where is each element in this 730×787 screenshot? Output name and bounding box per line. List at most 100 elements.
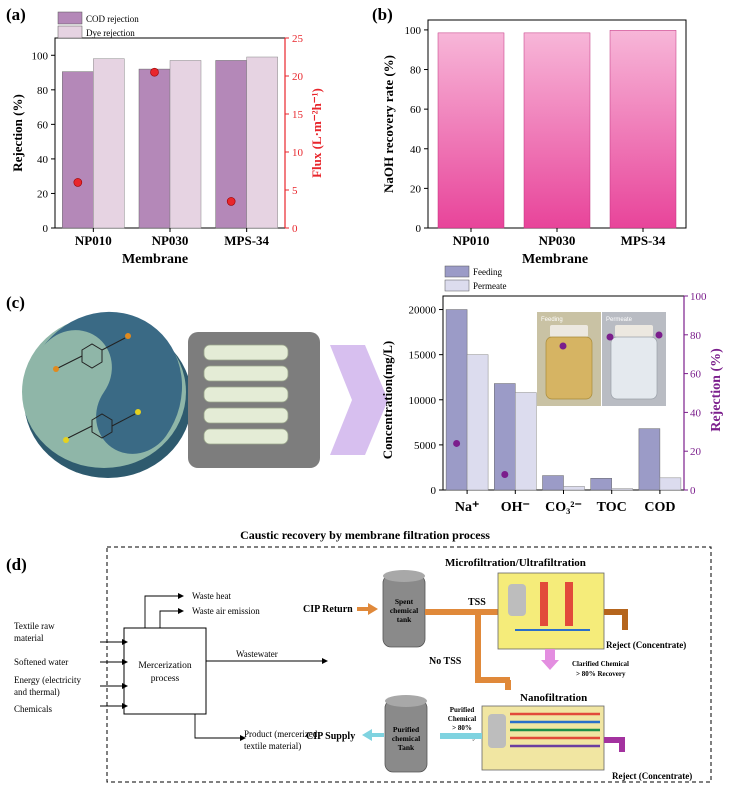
- output-wastewater: Wastewater: [236, 649, 278, 659]
- b-ytick-label-4: 80: [410, 65, 422, 77]
- panel-b-label: (b): [372, 5, 393, 24]
- legend-permeate-label: Permeate: [473, 281, 506, 291]
- c-y2tick-label-0: 0: [690, 485, 696, 497]
- reject-2-label: Reject (Concentrate): [612, 771, 692, 781]
- chart-a-xlabel: Membrane: [122, 252, 188, 267]
- photo-marker-3: [655, 331, 663, 339]
- no-tss-label: No TSS: [429, 656, 462, 667]
- b-bar-1: [523, 32, 591, 229]
- b-xtick-label-0: NP010: [453, 233, 490, 248]
- c-bar-permeate-1: [515, 392, 537, 491]
- c-bar-feeding-3: [590, 478, 612, 491]
- a-y2tick-label-2: 10: [292, 147, 304, 159]
- input-textile-1: Textile raw: [14, 621, 55, 631]
- c-bar-permeate-4: [659, 477, 682, 491]
- chart-b-xlabel: Membrane: [522, 252, 588, 267]
- a-xtick-label-0: NP010: [75, 233, 112, 248]
- mercerization-label-1: Mercerization: [138, 661, 192, 671]
- output-product-2: textile material): [244, 741, 301, 751]
- legend-dye-swatch: [57, 25, 83, 39]
- recovery-section: CIP Return Spent chemical tank TSS No TS…: [303, 557, 692, 781]
- spent-tank-label-3: tank: [397, 615, 412, 624]
- purified-tank-label-1: Purified: [393, 725, 420, 734]
- a-xtick-label-2: MPS-34: [224, 233, 269, 248]
- cip-return-arrow: [357, 603, 378, 615]
- c-bar-feeding-4: [638, 428, 661, 491]
- c-y2tick-label-4: 80: [690, 330, 702, 342]
- b-ytick-label-1: 20: [410, 183, 422, 195]
- a-bar-dye-1: [169, 60, 202, 229]
- a-bar-cod-0: [62, 71, 94, 229]
- c-bar-feeding-0: [445, 309, 468, 491]
- c-y2tick-label-5: 100: [690, 291, 707, 303]
- benzene-ring-bottom: [91, 413, 113, 439]
- input-softened-water: Softened water: [14, 657, 68, 667]
- input-textile-2: material: [14, 633, 44, 643]
- spent-tank-label-2: chemical: [390, 606, 418, 615]
- spent-tank-label-1: Spent: [395, 597, 414, 606]
- diagram-title: Caustic recovery by membrane filtration …: [240, 528, 490, 542]
- mercerization-box: [123, 627, 207, 715]
- b-ytick-label-3: 60: [410, 104, 422, 116]
- bottle-photos: Feeding Permeate: [537, 312, 666, 406]
- c-xtick-label-0: Na⁺: [455, 500, 480, 515]
- a-y2tick-label-3: 15: [292, 109, 304, 121]
- diagram-border: [106, 546, 712, 783]
- purified-label-1: Purified: [450, 706, 475, 714]
- c-bar-permeate-2: [563, 486, 585, 491]
- a-ytick-label-3: 60: [37, 119, 49, 131]
- yin-yang-dark-half: [41, 311, 183, 454]
- c-xtick-label-3: TOC: [597, 500, 627, 515]
- membrane-modules-photo: [188, 332, 320, 468]
- c-y2tick-label-3: 60: [690, 369, 702, 381]
- c-ytick-label-1: 5000: [414, 440, 437, 452]
- c-y2tick-label-1: 20: [690, 446, 702, 458]
- panel-c-label: (c): [6, 293, 25, 312]
- c-y2tick-label-2: 40: [690, 407, 702, 419]
- a-y2tick-label-4: 20: [292, 71, 304, 83]
- legend-feeding-label: Feeding: [473, 267, 502, 277]
- a-ytick-label-2: 40: [37, 154, 49, 166]
- yin-yang-illustration: [22, 311, 192, 478]
- legend-cod-label: COD rejection: [86, 14, 139, 24]
- c-ytick-label-0: 0: [431, 485, 437, 497]
- cip-supply-arrow: [362, 729, 384, 741]
- feeding-photo-label: Feeding: [541, 317, 563, 323]
- legend-cod-swatch: [57, 11, 83, 25]
- nf-title: Nanofiltration: [520, 692, 587, 704]
- chart-b: NaOH recovery rate (%) Membrane 02040608…: [381, 19, 687, 267]
- c-rejection-point-0: [453, 439, 461, 447]
- output-product-1: Product (mercerized: [244, 729, 318, 739]
- b-bar-2: [609, 30, 677, 229]
- c-ytick-label-4: 20000: [409, 305, 437, 317]
- b-bar-0: [437, 32, 505, 229]
- a-y2tick-label-0: 0: [292, 223, 298, 235]
- a-ytick-label-0: 0: [43, 223, 49, 235]
- c-xtick-label-1: OH⁻: [501, 500, 530, 515]
- a-ytick-label-5: 100: [32, 50, 49, 62]
- a-flux-point-1: [150, 67, 159, 77]
- c-bar-feeding-2: [542, 475, 564, 491]
- b-xtick-label-2: MPS-34: [621, 233, 666, 248]
- output-waste-heat: Waste heat: [192, 591, 232, 601]
- purified-label-2: Chemical: [448, 715, 476, 723]
- mercerization-label-2: process: [151, 674, 180, 684]
- benzene-ring-top: [81, 343, 103, 369]
- chart-a: COD rejection Dye rejection Rejection (%…: [10, 11, 324, 267]
- clarified-arrow: [541, 649, 559, 670]
- legend-feeding-swatch: [444, 265, 470, 278]
- a-flux-point-2: [226, 197, 236, 206]
- b-ytick-label-2: 40: [410, 144, 422, 156]
- panel-a-label: (a): [6, 5, 26, 24]
- a-bar-cod-1: [138, 68, 171, 229]
- cip-supply-label: CIP Supply: [306, 731, 355, 742]
- legend-permeate-swatch: [444, 279, 470, 292]
- a-bar-dye-2: [246, 56, 278, 229]
- mercerization-section: Mercerization process Textile raw materi…: [14, 591, 328, 751]
- purified-label-3: > 80%: [452, 724, 472, 732]
- permeate-photo-label: Permeate: [606, 317, 633, 323]
- a-ytick-label-4: 80: [37, 85, 49, 97]
- purified-tank-label-2: chemical: [392, 734, 420, 743]
- input-energy-1: Energy (electricity: [14, 675, 82, 685]
